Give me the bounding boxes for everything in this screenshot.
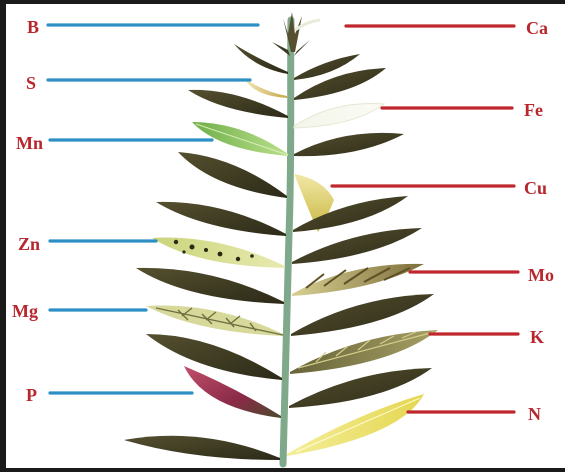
- leaf-healthy: [156, 202, 286, 236]
- label-p: P: [26, 386, 37, 404]
- leaf-iron-deficient: [294, 103, 384, 128]
- label-n: N: [528, 405, 541, 423]
- label-k: K: [530, 328, 544, 346]
- label-mo: Mo: [528, 266, 554, 284]
- label-fe: Fe: [524, 101, 543, 119]
- leaf-healthy: [292, 228, 422, 264]
- leaf-healthy: [146, 334, 282, 380]
- leaf-healthy: [136, 268, 284, 304]
- diagram-canvas: B S Mn Zn Mg P Ca Fe Cu Mo K N: [6, 4, 565, 468]
- leaf-healthy: [124, 436, 280, 460]
- label-b: B: [27, 18, 39, 36]
- stem: [283, 20, 291, 464]
- label-zn: Zn: [18, 235, 40, 253]
- label-s: S: [26, 74, 36, 92]
- leaf-molybdenum-deficient: [292, 264, 424, 296]
- label-mg: Mg: [12, 302, 38, 320]
- apical-bud: [272, 12, 310, 56]
- plant-illustration: [6, 4, 565, 468]
- label-ca: Ca: [526, 19, 548, 37]
- leaf-healthy: [234, 44, 288, 74]
- label-cu: Cu: [524, 179, 547, 197]
- leaf-healthy: [291, 294, 434, 336]
- leaf-healthy: [294, 133, 404, 156]
- label-mn: Mn: [16, 134, 43, 152]
- leaf-healthy: [178, 152, 287, 198]
